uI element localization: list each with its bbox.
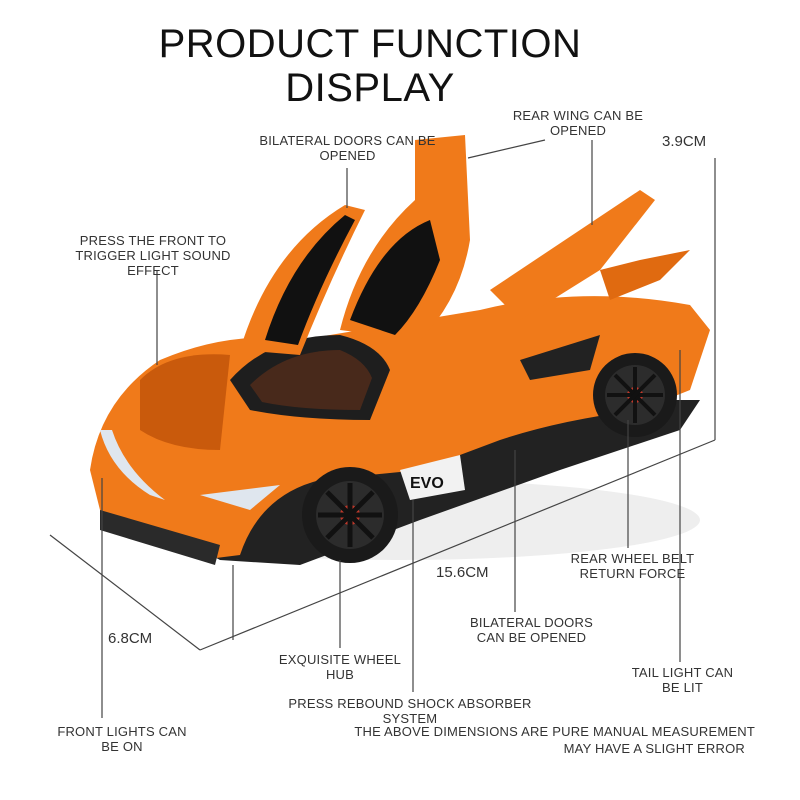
dimension-length: 15.6CM — [436, 564, 489, 581]
front-wheel — [302, 467, 398, 563]
left-door-window — [265, 215, 355, 345]
callout-press-front: PRESS THE FRONT TO TRIGGER LIGHT SOUND E… — [75, 233, 231, 278]
callout-tail-light: TAIL LIGHT CAN BE LIT — [631, 665, 734, 695]
footnote-line1: THE ABOVE DIMENSIONS ARE PURE MANUAL MEA… — [354, 724, 755, 739]
callout-bilateral-doors-bottom: BILATERAL DOORS CAN BE OPENED — [470, 615, 593, 645]
callout-shock-absorber: PRESS REBOUND SHOCK ABSORBER SYSTEM — [288, 696, 532, 726]
callout-rear-wheel-belt: REAR WHEEL BELT RETURN FORCE — [570, 551, 695, 581]
evo-badge: EVO — [410, 475, 444, 492]
page-title-line2: DISPLAY — [285, 66, 455, 110]
rear-wing — [490, 190, 655, 320]
front-grille — [100, 510, 220, 565]
callout-rear-wing: REAR WING CAN BE OPENED — [512, 108, 644, 138]
page-title-line1: PRODUCT FUNCTION — [158, 22, 582, 66]
width-dimension-line — [49, 534, 201, 651]
leader-rear-wing — [467, 139, 546, 159]
car-hood-shade — [140, 354, 230, 450]
length-dimension-line — [199, 439, 716, 651]
callout-front-lights: FRONT LIGHTS CAN BE ON — [57, 724, 187, 754]
callout-bilateral-doors-top: BILATERAL DOORS CAN BE OPENED — [259, 133, 436, 163]
dimension-height: 3.9CM — [662, 133, 707, 150]
front-light-strip — [200, 485, 280, 510]
evo-badge-bg — [400, 455, 465, 500]
rear-spoiler — [600, 250, 690, 300]
headlight — [100, 430, 165, 500]
callout-exquisite-wheel: EXQUISITE WHEEL HUB — [278, 652, 402, 682]
car-interior — [250, 350, 372, 410]
rear-wheel — [593, 353, 677, 437]
side-vent — [520, 335, 600, 380]
footnote-line2: MAY HAVE A SLIGHT ERROR — [563, 741, 745, 756]
dimension-width: 6.8CM — [108, 630, 153, 647]
right-door-window — [350, 220, 440, 335]
